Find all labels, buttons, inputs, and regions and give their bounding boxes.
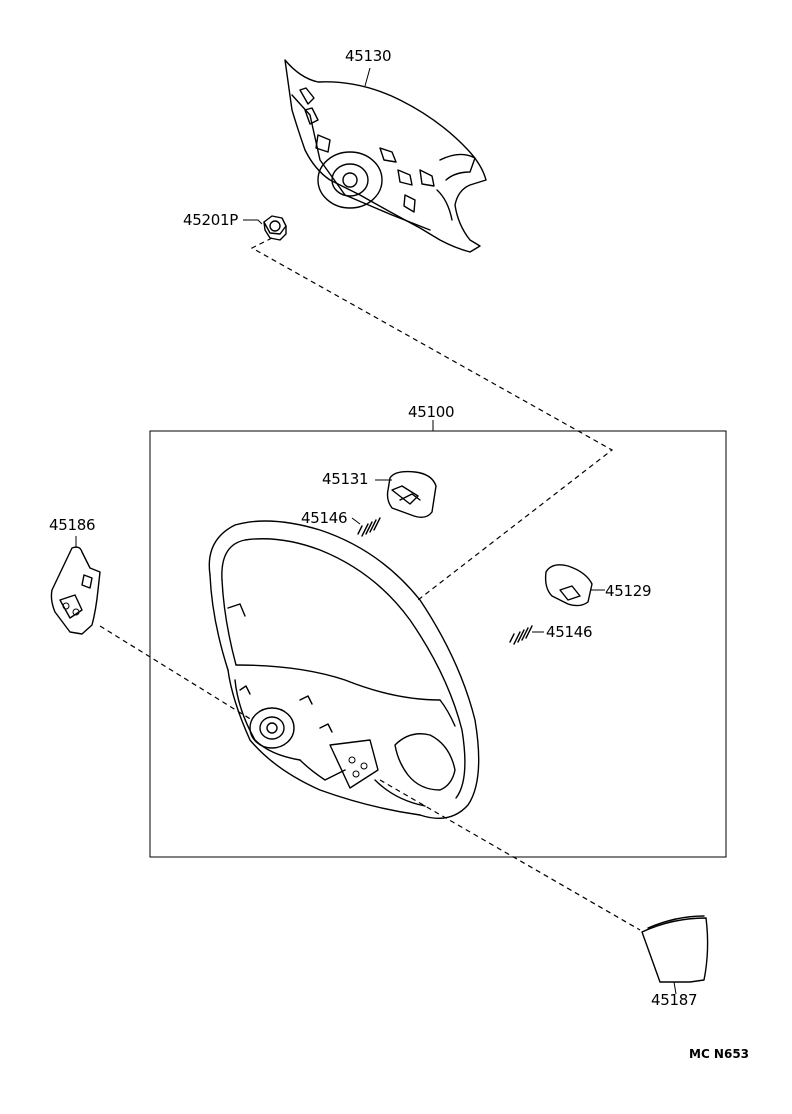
- nut-leader-line: [250, 237, 614, 601]
- lower-left-cover-part: [50, 536, 101, 635]
- upper-cover-part: [375, 470, 437, 519]
- label-side-cover: 45129: [605, 582, 652, 600]
- label-lower-right-cover: 45187: [651, 991, 698, 1009]
- lower-left-leader-line: [99, 625, 253, 721]
- label-wheel-assembly: 45100: [408, 403, 455, 421]
- label-upper-cover: 45131: [322, 470, 369, 488]
- lower-right-cover-part: [641, 915, 709, 995]
- side-cover-part: [544, 564, 605, 607]
- assembly-frame: [149, 430, 727, 858]
- label-spring-left: 45146: [301, 509, 348, 527]
- spring-right-part: [509, 625, 544, 645]
- steering-wheel-part: [208, 520, 480, 819]
- horn-pad-part: [284, 59, 487, 253]
- nut-part: [243, 215, 287, 241]
- label-horn-pad: 45130: [345, 47, 392, 65]
- spring-left-part: [351, 517, 381, 537]
- reference-code: MC N653: [689, 1047, 750, 1061]
- label-nut: 45201P: [183, 211, 238, 229]
- label-spring-right: 45146: [546, 623, 593, 641]
- label-lower-left-cover: 45186: [49, 516, 96, 534]
